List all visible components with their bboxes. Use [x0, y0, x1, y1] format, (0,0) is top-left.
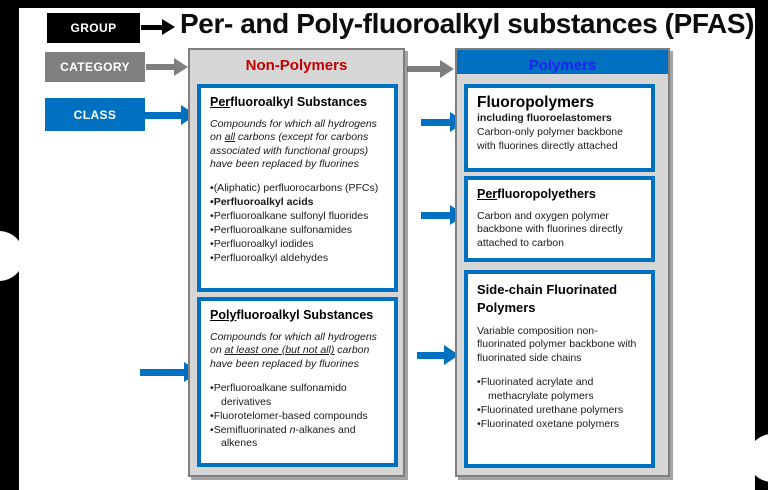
- list-item: Perfluoroalkane sulfonyl fluorides: [210, 210, 386, 224]
- class-box-perfluoropolyethers: Perfluoropolyethers Carbon and oxygen po…: [464, 176, 655, 262]
- list-item: Fluorinated oxetane polymers: [477, 418, 643, 432]
- list-item: Perfluoroalkyl acids: [210, 196, 386, 210]
- bullet-part: -alkanes and alkenes: [221, 423, 356, 450]
- box-title-rest: fluoropolyethers: [497, 187, 596, 201]
- class-box-fluoropolymers: Fluoropolymers including fluoroelastomer…: [464, 84, 655, 172]
- list-item: Perfluoroalkyl iodides: [210, 238, 386, 252]
- list-item: Semifluorinated n-alkanes and alkenes: [210, 424, 386, 452]
- box-title-underlined: Per: [477, 187, 498, 201]
- box-title: Polyfluoroalkyl Substances: [210, 308, 386, 322]
- arrow-stem: [407, 66, 441, 72]
- box-title: Perfluoropolyethers: [477, 187, 643, 201]
- class-box-side-chain-fluorinated-polymers: Side-chain Fluorinated Polymers Variable…: [464, 270, 655, 468]
- legend-class-label: CLASS: [73, 107, 117, 122]
- box-bullet-list: Fluorinated acrylate and methacrylate po…: [477, 376, 643, 431]
- desc-underlined: at least one (but not all): [224, 344, 335, 357]
- box-title-underlined: Per: [210, 95, 231, 109]
- arrow-head-icon: [174, 58, 188, 76]
- arrow-stem: [417, 352, 445, 359]
- viewer-frame-right: [755, 0, 768, 490]
- box-title: Side-chain Fluorinated Polymers: [477, 282, 618, 315]
- nav-next-button[interactable]: [748, 434, 768, 482]
- legend-category-box: CATEGORY: [45, 52, 145, 82]
- box-description: Variable composition non-fluorinated pol…: [477, 325, 637, 364]
- list-item: Perfluoroalkyl aldehydes: [210, 252, 386, 266]
- box-title-rest: fluoroalkyl Substances: [230, 95, 368, 109]
- box-description: Carbon-only polymer backbone with fluori…: [477, 126, 623, 152]
- box-bullet-list: Perfluoroalkane sulfonamido derivatives …: [210, 382, 386, 451]
- list-item: Fluorotelomer-based compounds: [210, 410, 386, 424]
- list-item: Perfluoroalkane sulfonamides: [210, 224, 386, 238]
- arrow-stem: [141, 25, 163, 30]
- box-description: Compounds for which all hydrogens on at …: [210, 331, 386, 371]
- legend-class-box: CLASS: [45, 98, 145, 131]
- list-item: Fluorinated acrylate and methacrylate po…: [477, 376, 643, 404]
- legend-group-box: GROUP: [47, 13, 140, 43]
- arrow-stem: [140, 112, 183, 119]
- box-subtitle: including fluoroelastomers: [477, 112, 612, 125]
- arrow-stem: [140, 369, 186, 376]
- viewer-frame-top: [0, 0, 768, 8]
- box-title: Fluoropolymers: [477, 94, 595, 111]
- non-polymers-header: Non-Polymers: [245, 57, 348, 74]
- box-description: Carbon and oxygen polymer backbone with …: [477, 210, 623, 249]
- arrow-stem: [146, 64, 175, 70]
- legend-category-label: CATEGORY: [60, 60, 130, 74]
- list-item: Fluorinated urethane polymers: [477, 404, 643, 418]
- nav-prev-button[interactable]: [0, 231, 24, 281]
- arrow-stem: [421, 212, 452, 219]
- desc-part: carbon have been replaced by fluorines: [210, 344, 370, 370]
- list-item: Perfluoroalkane sulfonamido derivatives: [210, 382, 386, 410]
- desc-part: Compounds for which all hydrogens on: [210, 118, 377, 144]
- desc-part: carbons (except for carbons associated w…: [210, 131, 369, 170]
- box-title: Perfluoroalkyl Substances: [210, 95, 386, 109]
- desc-part: Compounds for which all hydrogens on: [210, 331, 377, 357]
- arrow-head-icon: [440, 60, 454, 78]
- list-item: (Aliphatic) perfluorocarbons (PFCs): [210, 182, 386, 196]
- desc-underlined: all: [224, 131, 236, 144]
- polymers-header: Polymers: [457, 50, 668, 74]
- page-title: Per- and Poly-fluoroalkyl substances (PF…: [180, 8, 755, 39]
- legend-group-label: GROUP: [70, 21, 117, 35]
- class-box-perfluoroalkyl-substances: Perfluoroalkyl Substances Compounds for …: [197, 84, 398, 292]
- box-title-rest: fluoroalkyl Substances: [236, 308, 374, 322]
- arrow-head-icon: [162, 19, 175, 35]
- box-description: Compounds for which all hydrogens on all…: [210, 118, 386, 171]
- arrow-stem: [421, 119, 452, 126]
- box-bullet-list: (Aliphatic) perfluorocarbons (PFCs) Perf…: [210, 182, 386, 265]
- bullet-part: Semifluorinated: [213, 423, 290, 436]
- class-box-polyfluoroalkyl-substances: Polyfluoroalkyl Substances Compounds for…: [197, 297, 398, 467]
- bullet-italic-n: n: [289, 423, 296, 436]
- box-title-underlined: Poly: [210, 308, 237, 322]
